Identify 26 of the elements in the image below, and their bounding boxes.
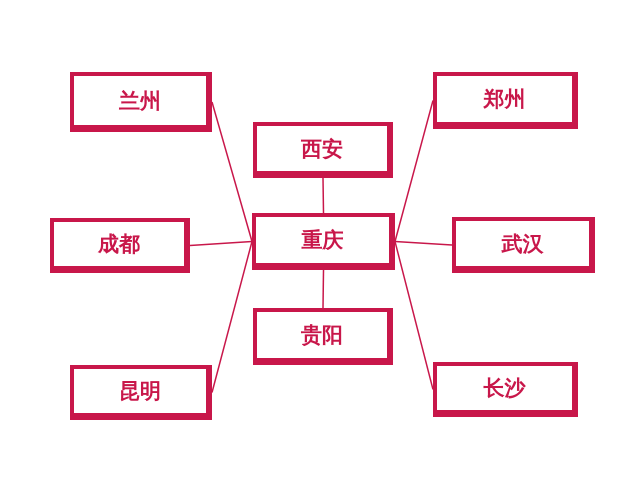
city-name: 长沙 — [484, 375, 526, 402]
connector-line — [394, 240, 452, 246]
city-box — [70, 72, 212, 132]
city-box — [70, 365, 212, 420]
city-box — [452, 217, 595, 273]
city-box — [253, 122, 393, 178]
city-name: 贵阳 — [301, 322, 343, 349]
city-box — [50, 218, 190, 273]
city-box — [433, 362, 578, 417]
connector-line — [211, 102, 253, 242]
connector-line — [322, 270, 324, 308]
city-box — [253, 308, 393, 365]
city-box — [252, 213, 395, 270]
city-name: 西安 — [301, 136, 343, 162]
city-box — [433, 72, 578, 129]
connector-line — [211, 241, 253, 393]
city-name: 成都 — [98, 231, 140, 258]
connector-line — [394, 241, 434, 390]
connector-line — [190, 240, 252, 246]
city-name: 昆明 — [119, 378, 161, 405]
city-name: 郑州 — [484, 86, 526, 113]
city-name: 兰州 — [119, 88, 161, 114]
connector-line — [322, 178, 324, 214]
city-name: 重庆 — [302, 227, 344, 254]
connector-line — [394, 100, 434, 242]
city-name: 武汉 — [502, 230, 544, 258]
